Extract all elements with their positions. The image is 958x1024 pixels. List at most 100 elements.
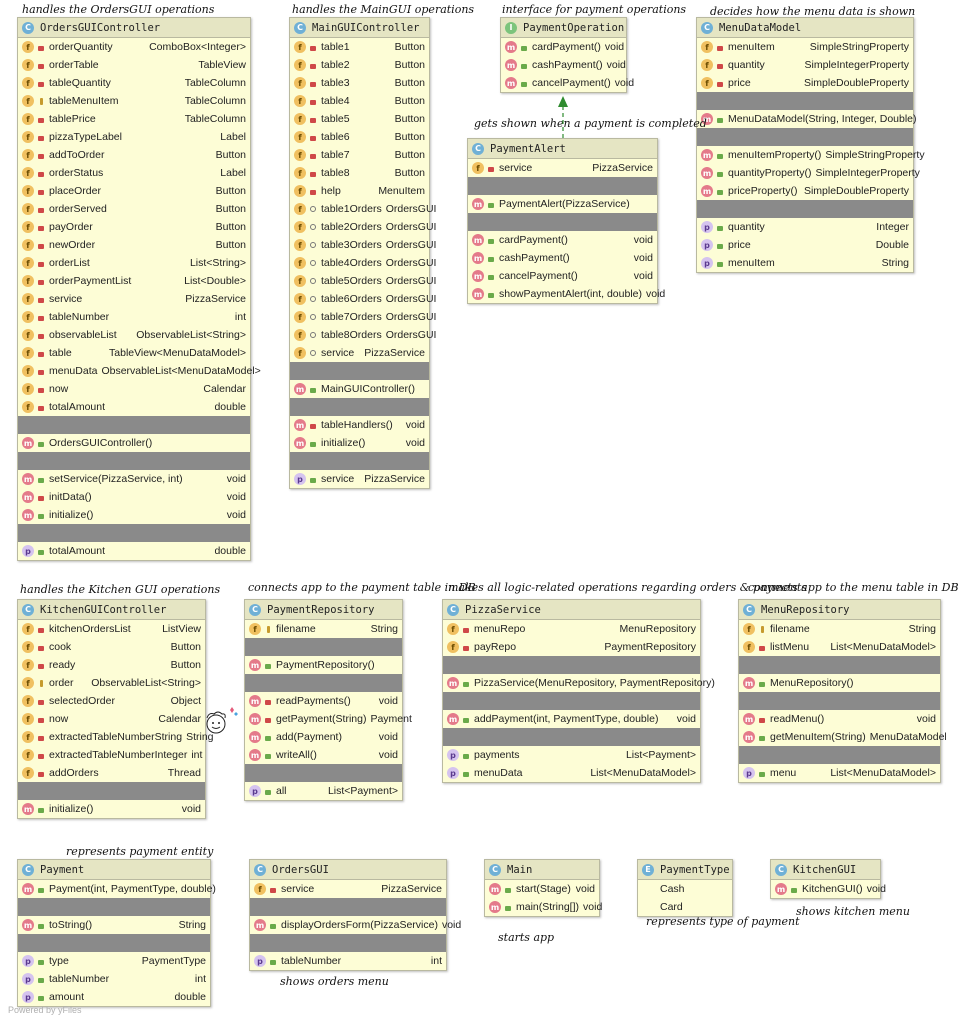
enum-constant-row[interactable]: Cash [638, 880, 732, 898]
